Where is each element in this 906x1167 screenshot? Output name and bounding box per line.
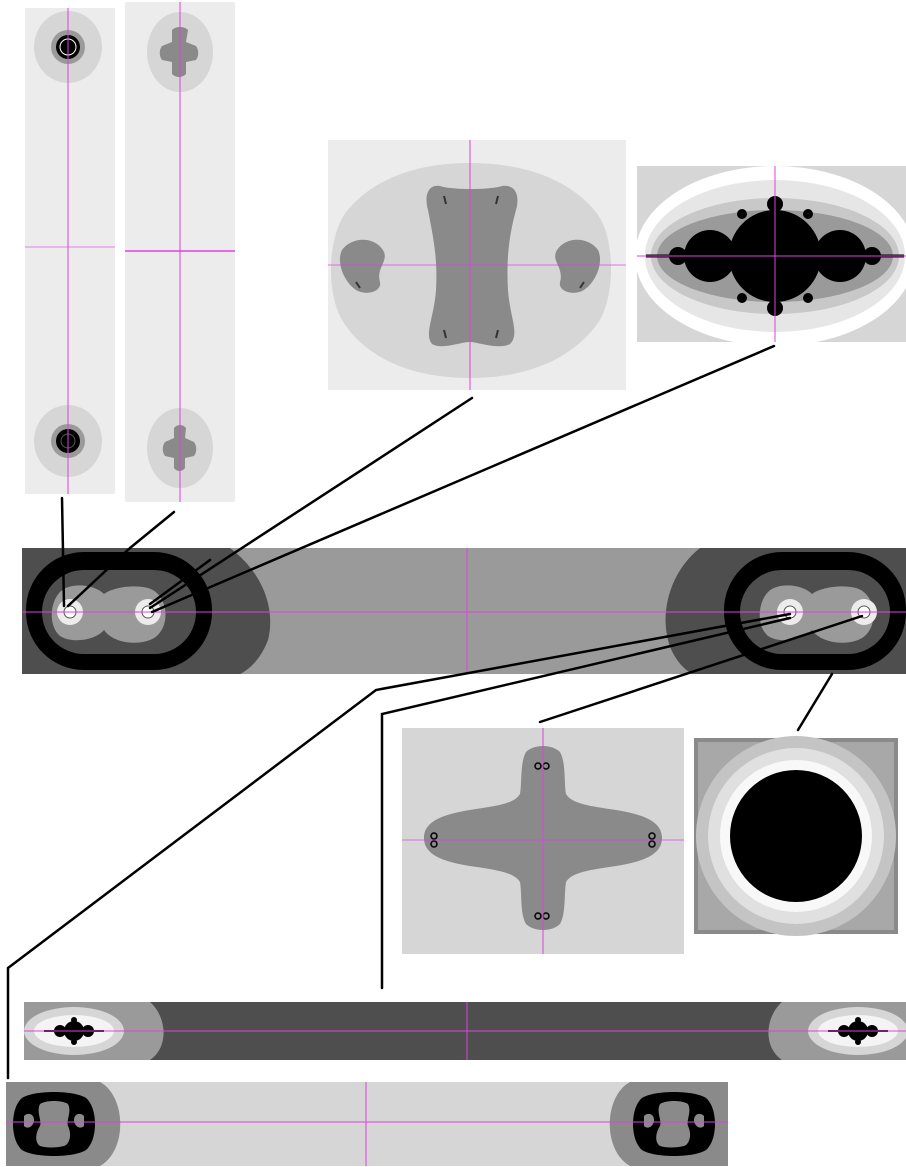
panel-wide-light-strip — [6, 1082, 728, 1166]
panel-black-disk — [694, 736, 898, 936]
panel-wide-dark-strip — [24, 1002, 906, 1060]
panel-mandelbrot-like — [635, 166, 906, 346]
panel-bone-shape — [328, 140, 626, 390]
panel-cross-shape — [402, 728, 684, 954]
panel-tall-dots — [25, 8, 115, 494]
panel-tall-crosses — [125, 2, 235, 502]
